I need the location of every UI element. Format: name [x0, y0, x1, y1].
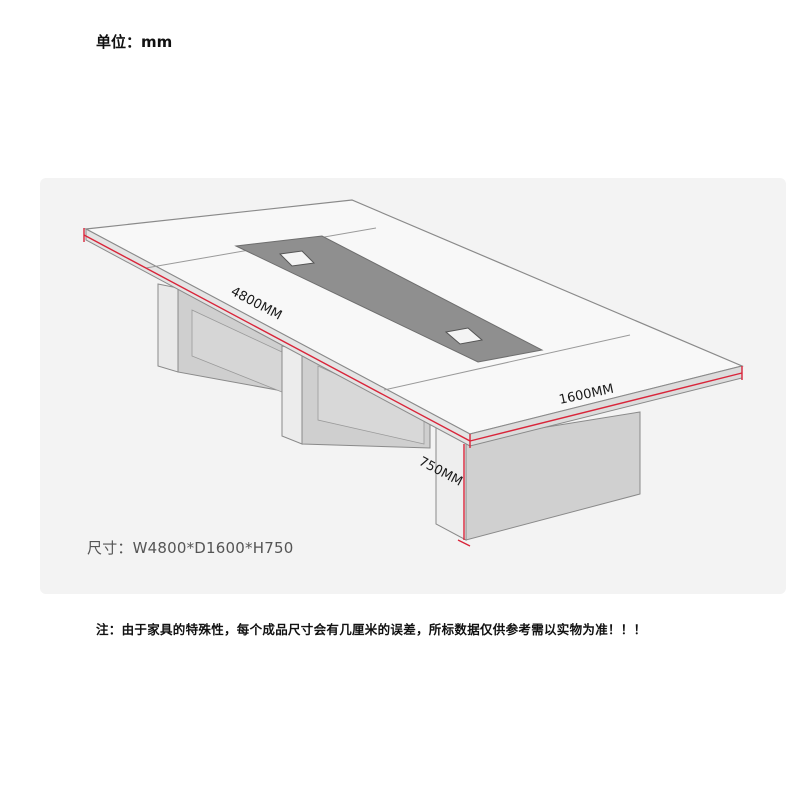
height-dimension-tick-end [457, 539, 471, 547]
depth-dimension-line [469, 372, 743, 442]
left-leg-front [157, 283, 179, 373]
tabletop-seam-right [383, 334, 631, 391]
right-leg-side [465, 411, 641, 541]
cable-box-2-icon [444, 327, 484, 345]
disclaimer-note: 注：由于家具的特殊性，每个成品尺寸会有几厘米的误差，所标数据仅供参考需以实物为准… [96, 622, 647, 637]
length-dimension-line [83, 234, 471, 442]
middle-leg-front [281, 345, 303, 445]
cable-box-1-icon [278, 250, 316, 267]
size-label: 尺寸：W4800*D1600*H750 [87, 539, 294, 557]
unit-label: 单位：mm [96, 33, 173, 51]
